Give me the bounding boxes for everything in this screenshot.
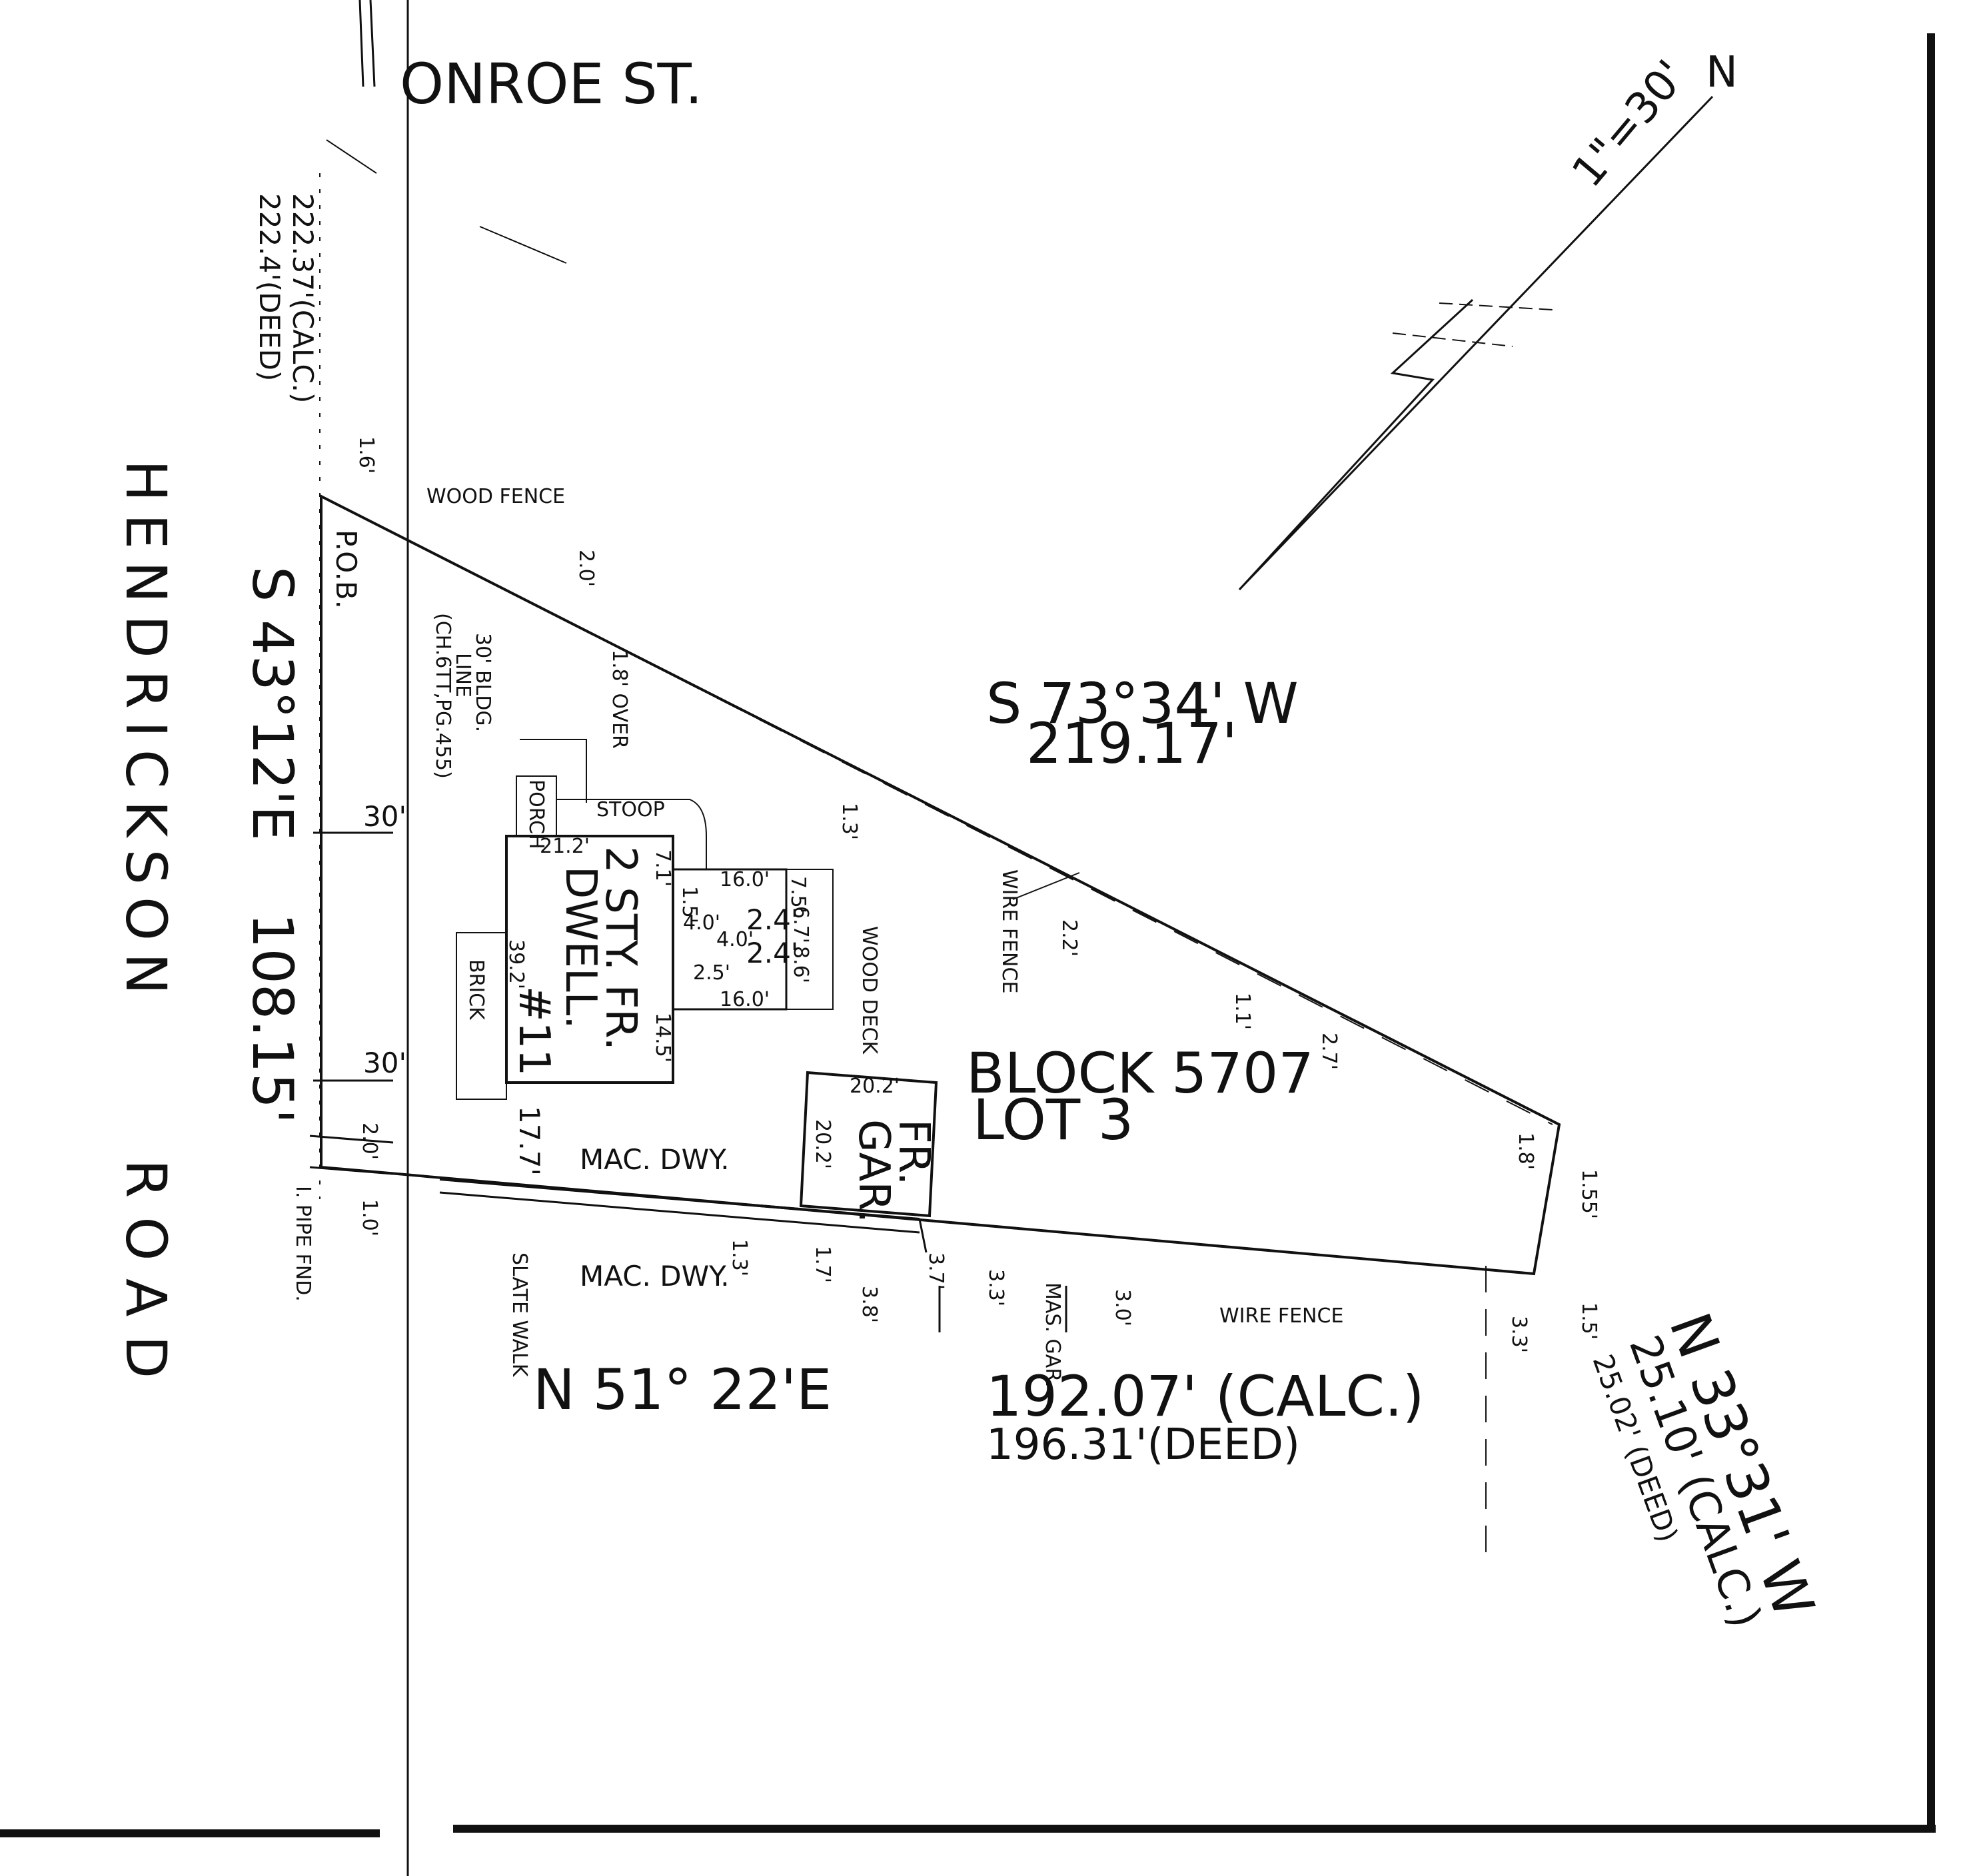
garage-dim-202a: 20.2' — [850, 1075, 900, 1098]
block-label: BLOCK 5707 — [966, 1041, 1314, 1106]
monroe-dim-deed: 222.4'(DEED) — [253, 193, 286, 381]
north-bearing: S 73°34' W — [986, 671, 1299, 736]
mac-dwy-label-2: MAC. DWY. — [580, 1260, 730, 1292]
house-dim-21: 21.2' — [540, 835, 590, 858]
south-distance-calc: 192.07' (CALC.) — [986, 1364, 1425, 1429]
dim-d3: 1.3' — [838, 803, 861, 840]
house-dim-24b: 2.4' — [746, 937, 798, 969]
mas-gar-label: MAS. GAR. — [1041, 1282, 1064, 1388]
pob-label: P.O.B. — [330, 530, 362, 609]
bldg-line-3: (CH.6TT,PG.455) — [431, 613, 454, 779]
wire-fence-north-label: WIRE FENCE — [997, 869, 1021, 993]
dim-d4: 2.2' — [1057, 919, 1081, 957]
brick-label: BRICK — [464, 959, 488, 1021]
south-bearing: N 51° 22'E — [533, 1357, 832, 1422]
house-label-1: 2 STY. FR. — [596, 846, 645, 1051]
driveway-lines — [439, 1178, 1067, 1332]
wood-fence-label: WOOD FENCE — [426, 485, 565, 508]
house-dim-24a: 2.4' — [746, 903, 798, 936]
dim-d12: 3.3' — [984, 1269, 1007, 1306]
dim-d16: 3.8' — [858, 1286, 881, 1323]
dim-d10: 3.3' — [1507, 1316, 1531, 1353]
house-label-2: DWELL. — [556, 866, 605, 1029]
wood-deck-label: WOOD DECK — [858, 926, 881, 1055]
dim-d6: 2.7' — [1317, 1033, 1341, 1070]
house-dim-40b: 4.0' — [716, 928, 754, 951]
garage-label-2: GAR. — [849, 1119, 898, 1223]
dim-d11: 3.0' — [1111, 1289, 1134, 1326]
dim-d2: 2.0' — [574, 550, 598, 587]
pipe-fnd-label: I. PIPE FND. — [291, 1186, 315, 1302]
over-label: 1.8' OVER — [608, 650, 631, 749]
mac-dwy-label-1: MAC. DWY. — [580, 1143, 730, 1176]
dimension-marks — [309, 831, 1487, 1552]
house-dim-16a: 16.0' — [720, 868, 770, 891]
dim-d5: 1.1' — [1231, 993, 1254, 1030]
dim-d13: 3.7' — [924, 1252, 948, 1290]
stoop-label: STOOP — [596, 798, 665, 821]
dim-d19: 17.7' — [513, 1106, 546, 1176]
house-dim-39: 39.2' — [504, 939, 528, 989]
monroe-street-label: ONROE ST. — [400, 51, 703, 117]
monroe-dim-calc: 222.37'(CALC.) — [287, 193, 319, 403]
north-distance: 219.17' — [1026, 711, 1237, 776]
scale-label: 1"=30' — [1563, 51, 1696, 197]
dim-d1: 1.6' — [354, 436, 378, 474]
north-arrow-icon — [1238, 95, 1714, 591]
house-dim-15: 1.5' — [678, 886, 701, 923]
north-arrow-label: N — [1706, 48, 1738, 97]
dim-d18: 1.0' — [358, 1199, 381, 1236]
house-dim-75: 7.5' — [786, 876, 810, 913]
frame-garage — [799, 1071, 938, 1218]
house-dim-86: 8.6' — [789, 946, 812, 983]
house-label-3: #11 — [509, 986, 558, 1076]
dim-d7: 1.8' — [1514, 1133, 1537, 1170]
north-wire-fence — [426, 549, 1553, 1125]
house-dim-25: 2.5' — [693, 961, 730, 985]
west-bearing: S 43°12'E — [240, 566, 305, 841]
hendrickson-road-label: HENDRICKSON — [113, 460, 179, 1007]
road-label: ROAD — [113, 1159, 179, 1397]
dim-d21: 30' — [363, 1047, 406, 1079]
porch-label: PORCH — [524, 779, 548, 849]
dim-d15: 1.3' — [728, 1239, 751, 1276]
house-dim-145: 14.5' — [651, 1013, 674, 1063]
garage-label-1: FR. — [889, 1119, 938, 1185]
house-dim-40: 4.0' — [683, 911, 720, 935]
garage-dim-202b: 20.2' — [811, 1119, 834, 1169]
lot-boundary — [320, 494, 1561, 1276]
south-distance-deed: 196.31'(DEED) — [986, 1420, 1300, 1470]
dim-d9: 1.5' — [1577, 1302, 1601, 1340]
wire-fence-south-label: WIRE FENCE — [1219, 1304, 1343, 1328]
dim-d14: 1.7' — [811, 1246, 834, 1283]
house-dim-16b: 16.0' — [720, 988, 770, 1011]
bldg-line-1: 30' BLDG. — [471, 633, 494, 732]
dim-d20: 30' — [363, 800, 406, 833]
dim-d17: 2.0' — [358, 1123, 381, 1160]
dim-d8: 1.55' — [1577, 1169, 1601, 1219]
slate-walk-label: SLATE WALK — [508, 1252, 531, 1378]
west-distance: 108.15' — [240, 913, 305, 1124]
bldg-line-2: LINE — [451, 653, 474, 698]
house-dim-7: 7.1' — [651, 849, 674, 887]
house-dim-67: 6.7' — [789, 906, 812, 943]
lot-label: LOT 3 — [973, 1087, 1133, 1153]
dwelling — [456, 739, 834, 1100]
